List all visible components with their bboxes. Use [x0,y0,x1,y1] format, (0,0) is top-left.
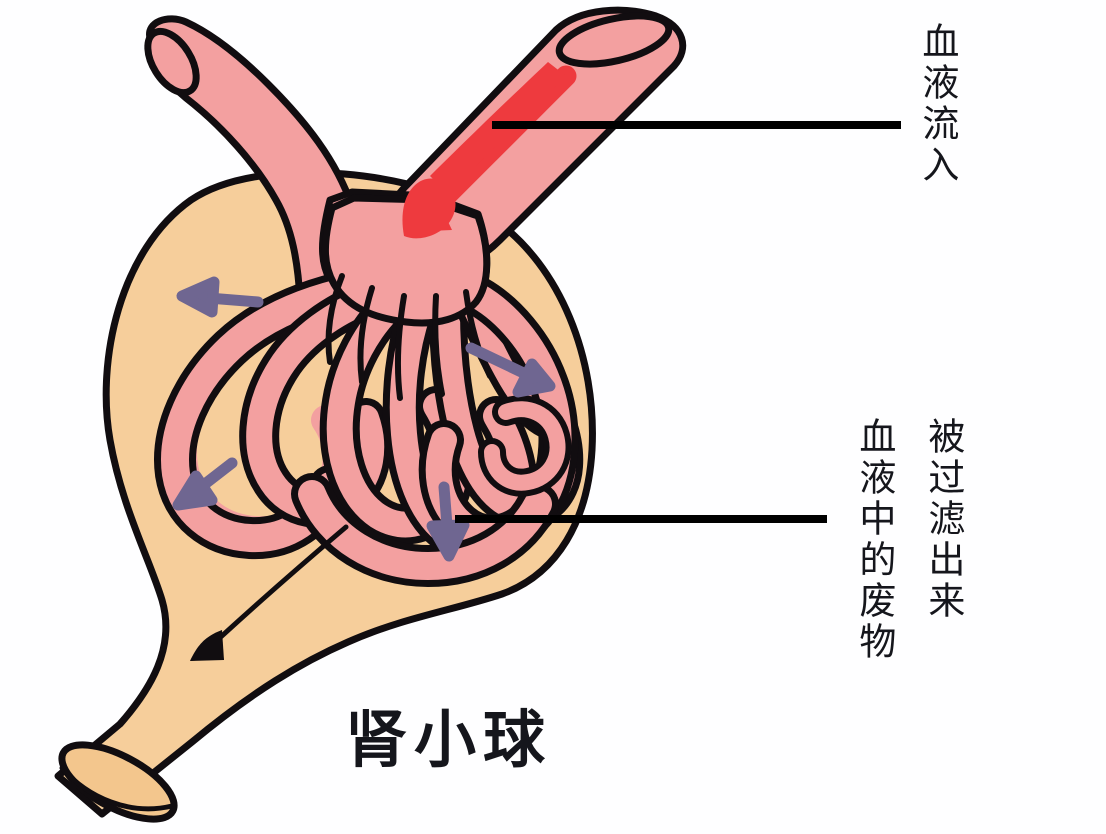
label-blood-inflow: 血液流入 [915,22,959,186]
efferent-lumen [144,27,200,97]
filtration-arrow-bottom [426,481,470,562]
tubule-opening [58,741,178,823]
filtration-arrow-upper-left [176,276,264,318]
filtration-arrows [172,276,556,562]
efferent-arteriole [144,15,370,304]
leader-lines [455,121,901,523]
diagram-title: 肾小球 [345,703,553,776]
capillary-ribbons [154,194,584,588]
label-is-filtered-out: 被过滤出来 [921,417,965,622]
filtration-arrow-right [465,342,556,398]
glomerular-capillary-tuft [154,188,584,588]
label-waste-in-blood: 血液中的废物 [852,417,896,663]
urine-outflow-arrow [190,524,349,661]
capillary-divider-lines [325,273,493,401]
afferent-lumen [555,12,673,68]
filtration-arrow-lower-left [172,457,238,511]
